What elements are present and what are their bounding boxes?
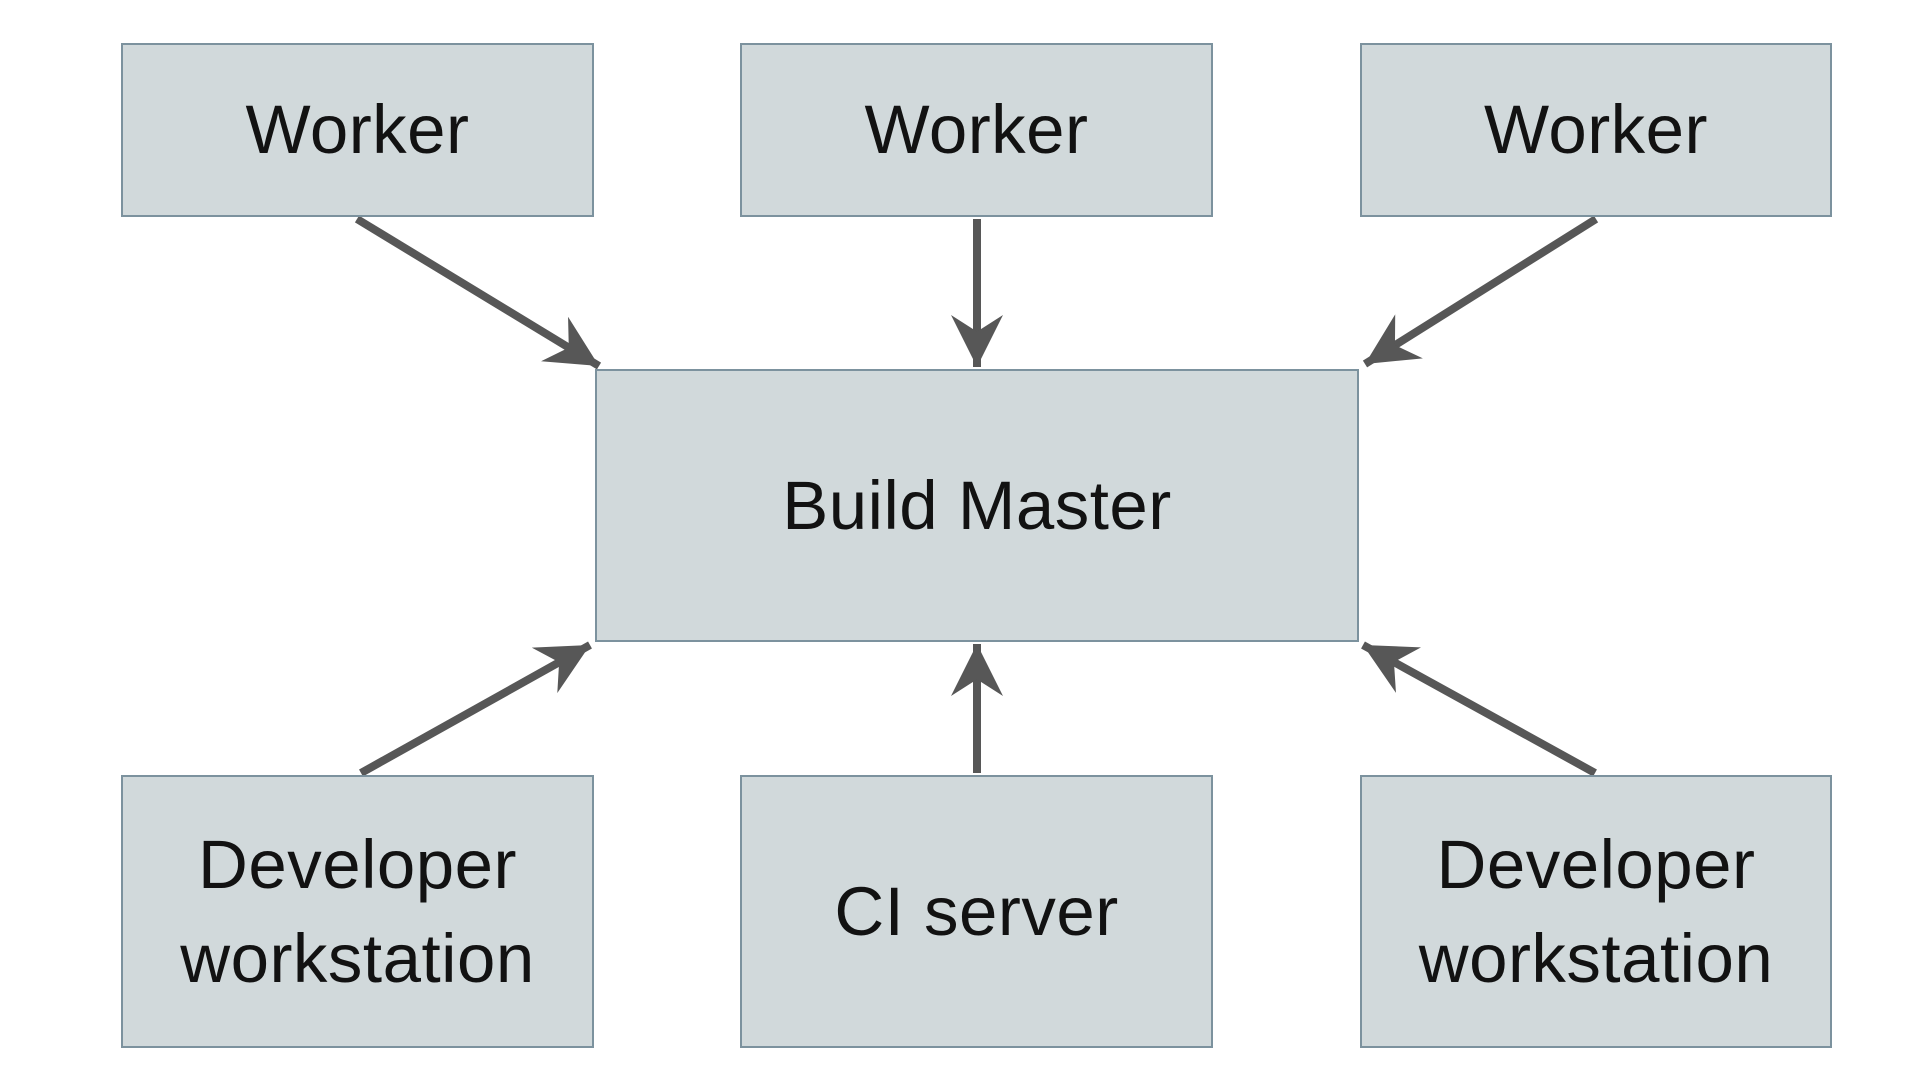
node-ci-server: CI server [740,775,1213,1048]
node-developer-workstation-2: Developer workstation [1360,775,1832,1048]
node-developer-workstation-1-label: Developer workstation [180,826,535,997]
node-worker-2: Worker [740,43,1213,217]
node-worker-2-label: Worker [864,91,1089,169]
node-developer-workstation-2-label: Developer workstation [1418,826,1774,997]
node-worker-3: Worker [1360,43,1832,217]
node-worker-3-label: Worker [1483,91,1709,169]
node-build-master-label: Build Master [782,466,1172,544]
arrow-developer-workstation-1-to-build-master [359,641,592,777]
node-build-master: Build Master [595,369,1359,642]
node-worker-1: Worker [121,43,594,217]
node-developer-workstation-1: Developer workstation [121,775,594,1048]
arrow-worker-3-to-build-master [1362,215,1599,368]
node-ci-server-label: CI server [834,872,1119,950]
node-worker-1-label: Worker [245,91,470,169]
arrow-worker-1-to-build-master [354,215,602,370]
arrow-developer-workstation-2-to-build-master [1361,641,1597,777]
